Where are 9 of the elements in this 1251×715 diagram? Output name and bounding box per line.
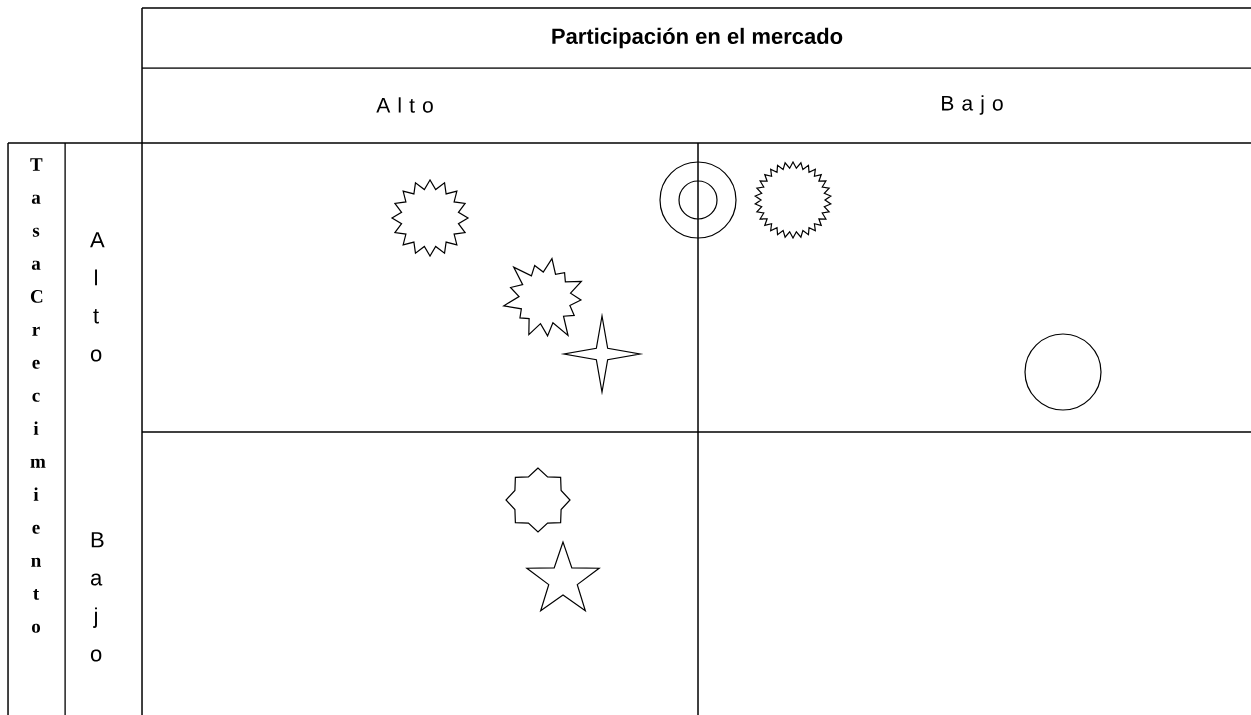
axis-title: Tasa Crecimiento	[30, 158, 46, 633]
column-header: A l t o	[376, 97, 433, 113]
eight-point-star	[505, 467, 571, 533]
row-header: Alto	[90, 232, 105, 362]
matrix-heading: Participación en el mercado	[552, 27, 843, 49]
target-circles	[659, 161, 737, 239]
circle-shape	[1024, 333, 1102, 411]
column-header: B a j o	[942, 95, 1003, 115]
row-header: Bajo	[90, 532, 104, 662]
